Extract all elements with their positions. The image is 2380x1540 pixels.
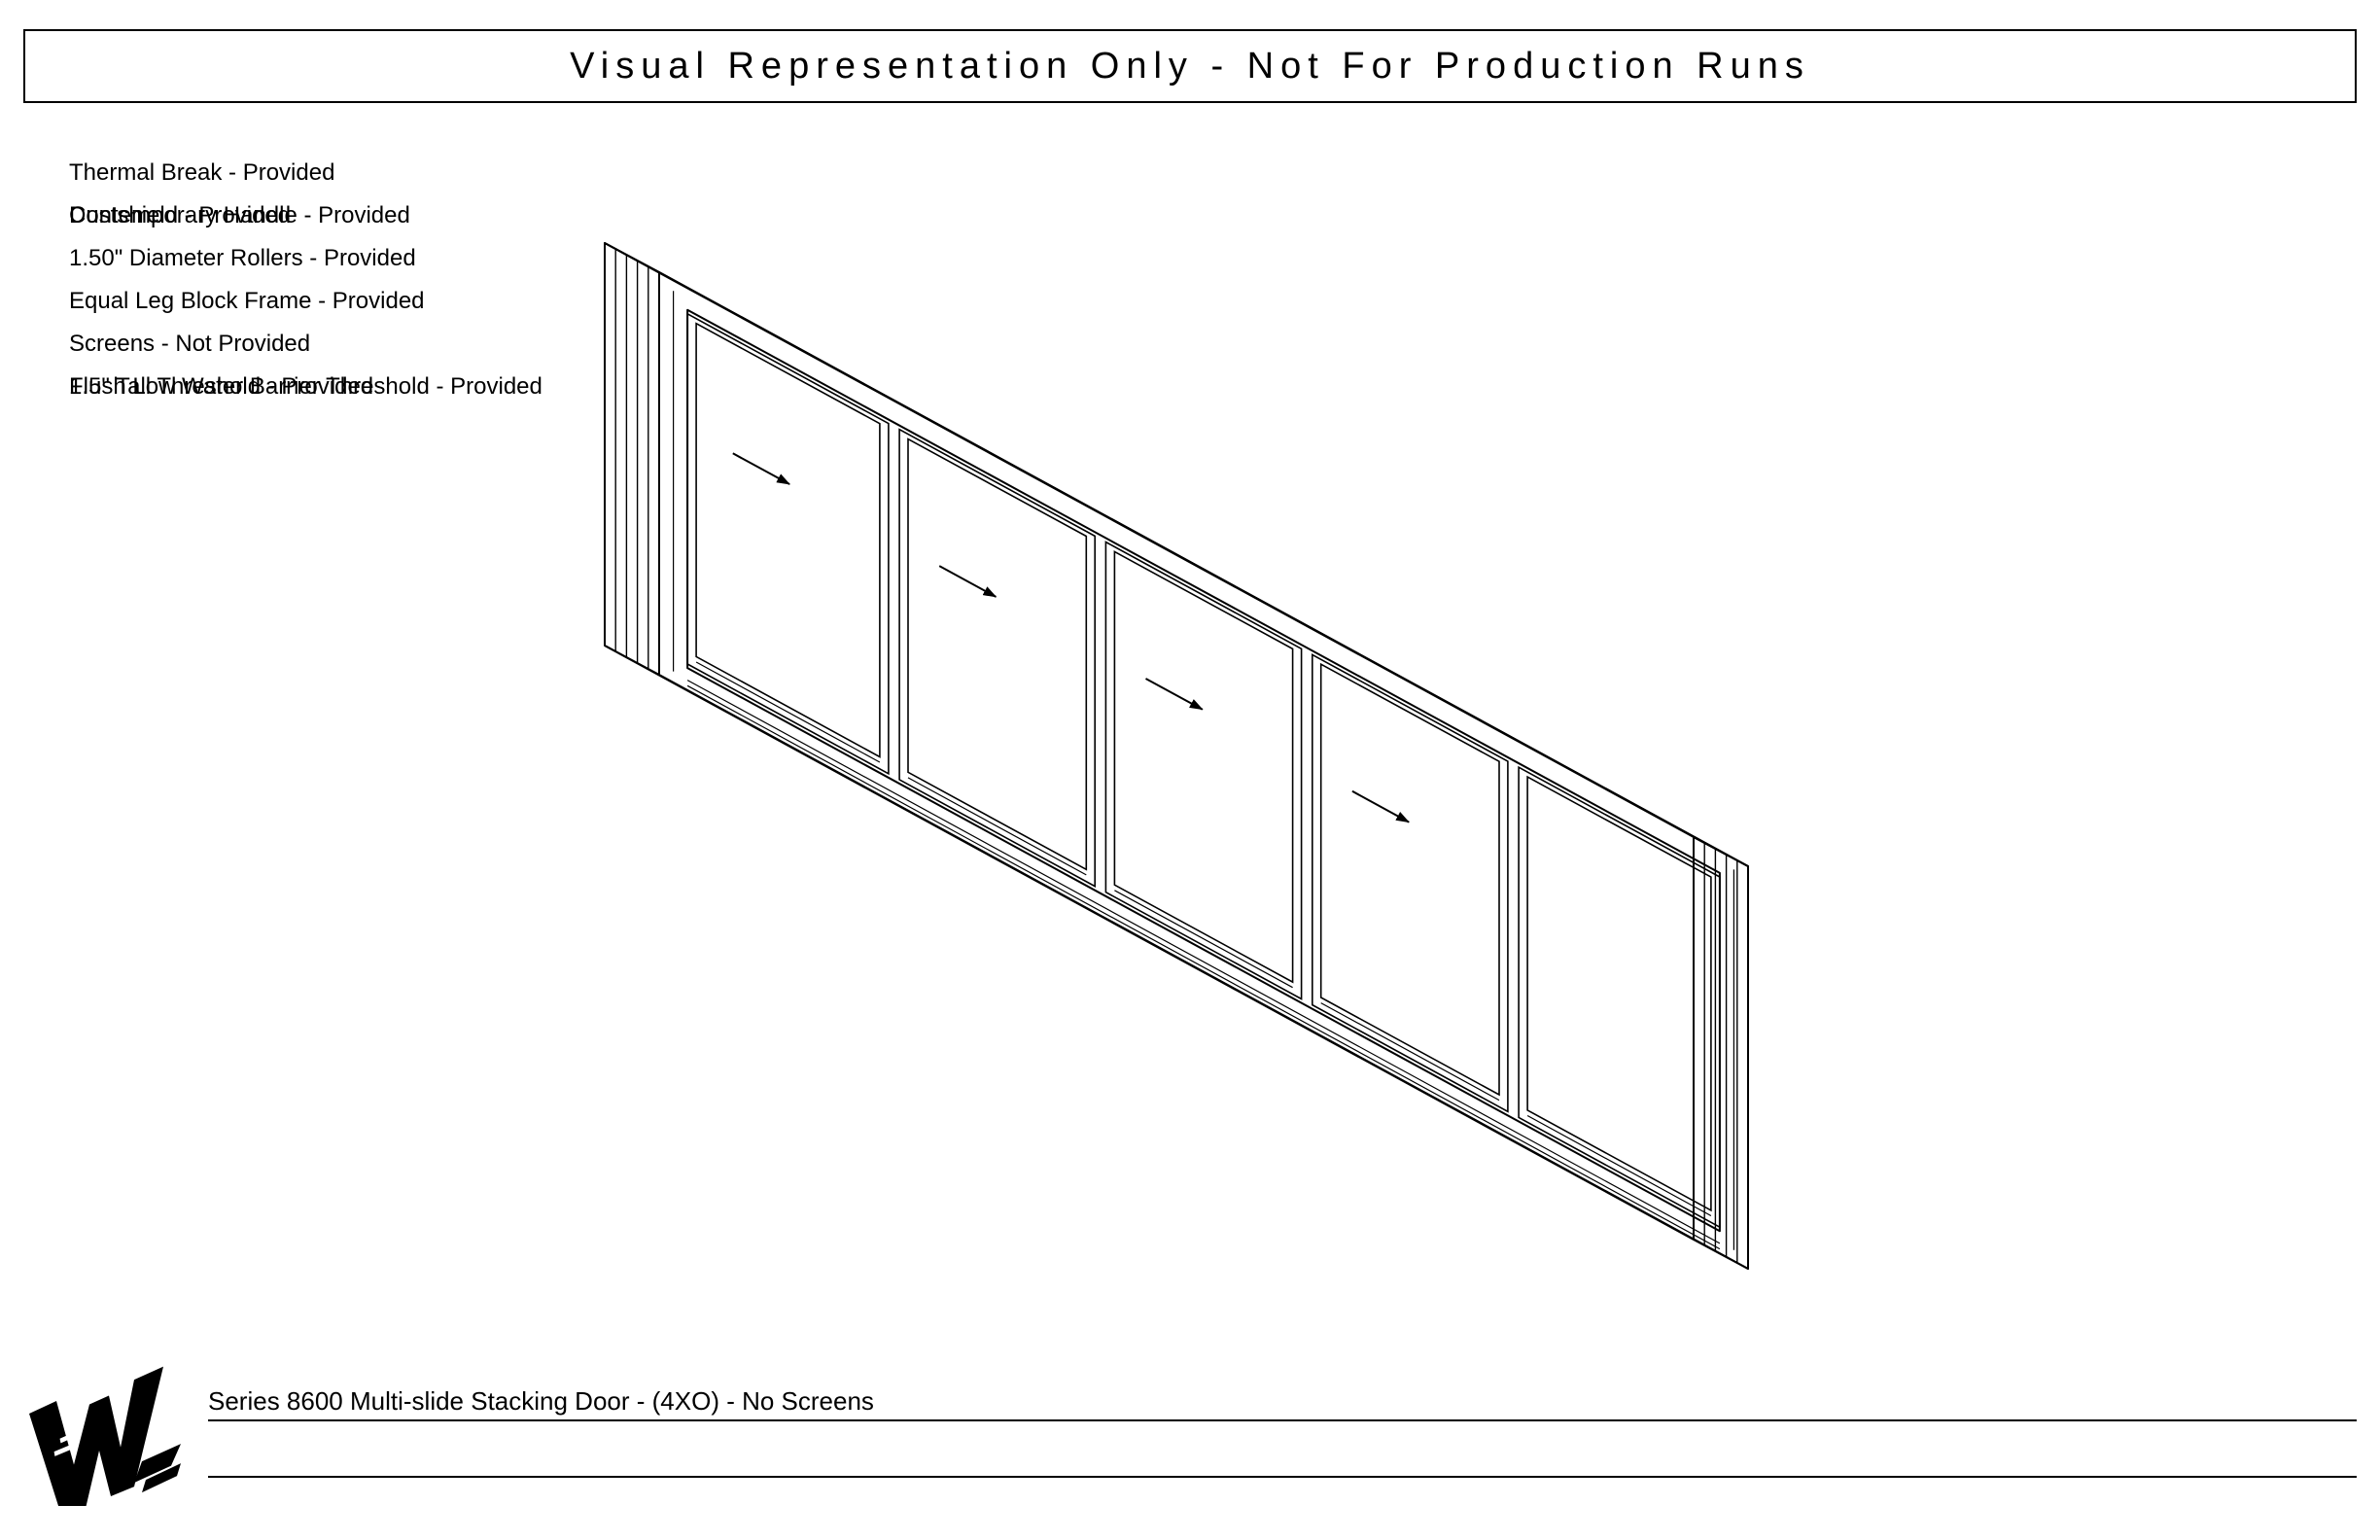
panel-bottom-rail-line xyxy=(695,661,881,763)
panel-bottom-rail-line xyxy=(1526,1114,1712,1217)
slide-arrow-3 xyxy=(1145,678,1204,711)
title-banner: Visual Representation Only - Not For Pro… xyxy=(23,29,2357,103)
panel-glass xyxy=(1319,662,1500,1097)
panel-glass xyxy=(1113,550,1294,984)
door-panel xyxy=(1104,541,1303,1000)
note-thermal-break: Thermal Break - Provided xyxy=(69,159,335,186)
frame-front-outline xyxy=(658,271,1749,1270)
note-screens: Screens - Not Provided xyxy=(69,331,311,357)
frame-right-end xyxy=(1693,836,1749,1270)
slide-arrow-1 xyxy=(732,452,790,485)
note-handle: Contemporary Handle - Provided xyxy=(69,202,410,228)
note-threshold: 1.5" Tall Threshold - Provided xyxy=(69,373,374,400)
head-rib-line xyxy=(614,248,1705,844)
slide-arrow-4 xyxy=(1351,789,1410,823)
sill-line xyxy=(686,680,1721,1244)
door-panel xyxy=(1518,765,1721,1229)
sill-line xyxy=(686,684,1721,1250)
note-frame: Equal Leg Block Frame - Provided xyxy=(69,288,425,314)
page-title: Visual Representation Only - Not For Pro… xyxy=(570,45,1810,87)
door-panel xyxy=(1312,653,1509,1113)
door-frame xyxy=(604,242,1749,1270)
caption-rule-top xyxy=(208,1419,2357,1421)
panel-bottom-rail-line xyxy=(907,777,1087,876)
drawing-caption: Series 8600 Multi-slide Stacking Door - … xyxy=(208,1386,874,1416)
slide-arrow-2 xyxy=(938,565,998,598)
door-panel xyxy=(898,428,1096,888)
panel-glass xyxy=(1526,775,1712,1212)
frame-left-end xyxy=(604,242,660,676)
note-rollers: 1.50" Diameter Rollers - Provided xyxy=(69,245,416,271)
panel-bottom-rail-line xyxy=(1320,1002,1500,1102)
note-dustshield: Dustshield - Provided xyxy=(69,202,292,228)
panel-bottom-rail-line xyxy=(1114,890,1293,989)
caption-rule-bottom xyxy=(208,1476,2357,1478)
door-panels xyxy=(686,312,1721,1229)
panel-glass xyxy=(907,438,1088,871)
company-logo xyxy=(29,1366,181,1506)
panel-glass xyxy=(695,322,881,758)
note-flush-threshold: Flush Low Water Barrier Threshold - Prov… xyxy=(69,373,542,400)
door-panel xyxy=(686,312,890,776)
frame-bottom-back-edge xyxy=(604,645,1695,1241)
slide-arrows xyxy=(732,452,1410,823)
